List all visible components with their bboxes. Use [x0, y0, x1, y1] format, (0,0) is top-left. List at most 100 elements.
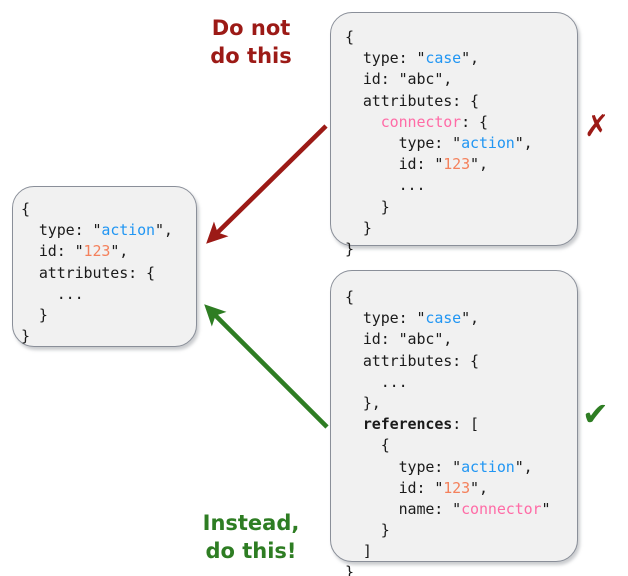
code-token: abc	[407, 330, 435, 349]
code-token: }	[345, 563, 354, 576]
code-token: type:	[345, 133, 453, 152]
code-line: }	[345, 197, 533, 218]
code-token: id:	[345, 155, 435, 174]
code-token: }	[345, 521, 390, 540]
code-token: }	[345, 218, 372, 237]
do-not-do-this-label: Do not do this	[210, 16, 292, 68]
code-token: id:	[21, 242, 75, 261]
code-token: 123	[443, 155, 471, 174]
code-line: type: "action",	[21, 220, 173, 241]
code-line: }	[345, 239, 533, 260]
code-token: type:	[345, 49, 417, 68]
code-token: "	[434, 155, 444, 174]
code-token: {	[21, 200, 30, 218]
code-token: "	[452, 457, 462, 476]
code-token	[345, 415, 363, 433]
code-line: id: "123",	[345, 154, 533, 175]
code-line: name: "connector"	[345, 499, 551, 520]
code-token: "	[74, 242, 84, 261]
code-token: {	[345, 288, 354, 306]
code-line: }	[21, 326, 173, 347]
code-token: }	[21, 305, 48, 324]
code-line: attributes: {	[345, 351, 550, 372]
code-token: }	[345, 239, 354, 258]
code-token: ",	[110, 242, 129, 261]
code-token: type:	[345, 309, 417, 328]
code-line: ]	[345, 541, 550, 562]
code-line: }	[21, 305, 173, 326]
code-token: case	[425, 309, 462, 328]
code-token: action	[461, 457, 515, 476]
code-token: "	[452, 133, 462, 152]
code-token: ]	[345, 542, 372, 561]
code-token: "	[434, 478, 444, 497]
cross-mark-icon: ✗	[584, 109, 610, 144]
code-token: {	[345, 436, 390, 455]
instead-do-this-label: Instead, do this!	[202, 511, 300, 563]
code-token: : {	[461, 112, 488, 131]
code-token: attributes: {	[21, 263, 155, 282]
code-line: attributes: {	[21, 263, 173, 284]
code-token: }	[21, 327, 30, 346]
good-example-json-box: { type: "case", id: "abc", attributes: {…	[330, 270, 578, 576]
code-token: ...	[21, 284, 84, 303]
code-token: ",	[514, 457, 533, 476]
code-line: }	[345, 562, 550, 576]
code-token: "	[541, 499, 551, 518]
code-token: ",	[461, 49, 479, 68]
code-token: {	[345, 28, 354, 46]
code-line: ...	[345, 372, 550, 393]
code-token: ",	[434, 70, 453, 89]
code-token: references	[362, 415, 453, 434]
bad-arrow	[206, 124, 328, 244]
code-token: abc	[407, 70, 435, 89]
code-line: connector: {	[345, 112, 533, 133]
code-token: "	[416, 309, 426, 328]
code-line: },	[345, 393, 550, 414]
code-token: ",	[470, 155, 488, 174]
code-token: 123	[83, 242, 111, 261]
referenced-action-code: { type: "action", id: "123", attributes:…	[21, 199, 173, 347]
code-token: id:	[345, 330, 399, 349]
code-token: type:	[21, 221, 93, 240]
code-line: {	[345, 287, 550, 308]
code-token: ",	[154, 221, 173, 240]
bad-example-json-box: { type: "case", id: "abc", attributes: {…	[330, 12, 578, 258]
good-arrow	[204, 304, 329, 429]
code-token: name:	[345, 499, 453, 518]
code-line: ...	[21, 284, 173, 305]
code-token: connector	[461, 499, 542, 518]
good-example-code: { type: "case", id: "abc", attributes: {…	[345, 287, 551, 576]
code-token: type:	[345, 457, 453, 476]
code-token: ",	[434, 330, 453, 349]
code-line: type: "case",	[345, 308, 550, 329]
code-line: {	[21, 199, 173, 220]
code-line: references: [	[345, 414, 550, 435]
code-line: type: "action",	[345, 457, 550, 478]
code-token: "	[92, 221, 102, 240]
code-token: attributes: {	[345, 91, 479, 110]
code-token: ...	[345, 372, 408, 391]
bad-example-code: { type: "case", id: "abc", attributes: {…	[345, 27, 533, 260]
code-line: {	[345, 27, 533, 48]
code-token: id:	[345, 70, 399, 89]
code-line: }	[345, 520, 550, 541]
code-token: action	[461, 133, 515, 152]
code-token: ",	[461, 309, 479, 328]
code-token: : [	[452, 415, 479, 434]
code-line: id: "abc",	[345, 329, 550, 350]
code-line: }	[345, 218, 533, 239]
code-line: type: "action",	[345, 133, 533, 154]
code-token: attributes: {	[345, 351, 479, 370]
code-line: {	[345, 435, 550, 456]
referenced-action-json-box: { type: "action", id: "123", attributes:…	[12, 186, 197, 347]
check-mark-icon: ✔	[582, 395, 609, 433]
code-token: 123	[443, 478, 471, 497]
code-token: "	[398, 330, 408, 349]
code-line: id: "123",	[345, 478, 550, 499]
code-token: "	[452, 499, 462, 518]
code-token: ...	[345, 176, 426, 195]
code-line: id: "123",	[21, 241, 173, 262]
code-line: type: "case",	[345, 48, 533, 69]
code-token: "	[398, 70, 408, 89]
